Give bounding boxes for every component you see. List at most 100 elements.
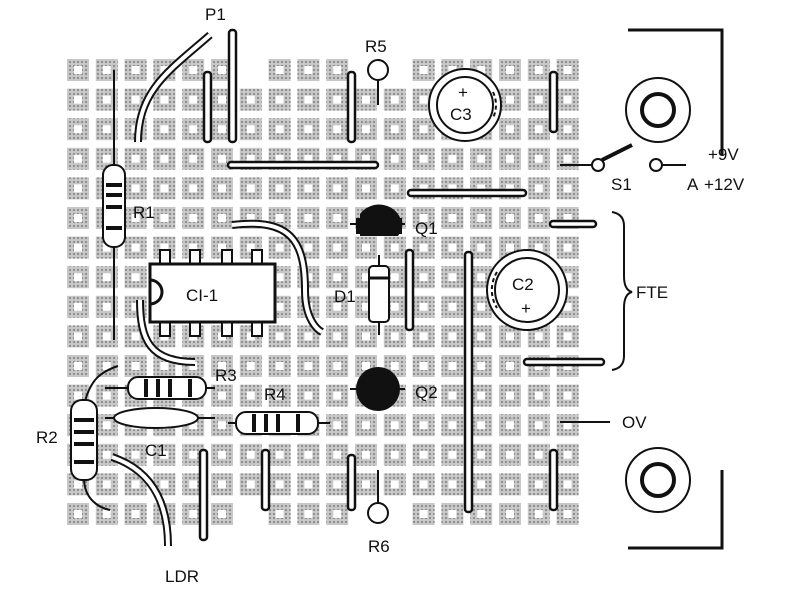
label-r5: R5 bbox=[365, 37, 387, 56]
board-pad-hole bbox=[160, 480, 169, 489]
board-pad-hole bbox=[218, 391, 226, 400]
board-pad-hole bbox=[448, 214, 457, 222]
label-r6: R6 bbox=[368, 537, 390, 556]
board-pad-hole bbox=[563, 125, 572, 134]
board-pad-hole bbox=[275, 154, 284, 163]
board-pad-hole bbox=[448, 66, 457, 74]
board-pad-hole bbox=[477, 243, 486, 252]
board-pad-hole bbox=[477, 66, 486, 74]
board-pad-hole bbox=[218, 421, 226, 430]
board-pad-hole bbox=[419, 243, 428, 252]
board-pad-hole bbox=[131, 214, 140, 222]
label-c3-plus: + bbox=[458, 83, 468, 102]
board-pad-hole bbox=[131, 362, 140, 370]
board-pad-hole bbox=[563, 66, 572, 74]
capacitor-c2 bbox=[486, 249, 568, 331]
transistor-q1 bbox=[350, 204, 405, 236]
label-c1: C1 bbox=[145, 441, 167, 460]
board-pad-hole bbox=[218, 125, 226, 134]
board-pad-hole bbox=[74, 184, 82, 193]
board-pad-hole bbox=[563, 154, 572, 163]
board-pad-hole bbox=[74, 480, 82, 489]
board-pad-hole bbox=[477, 510, 486, 518]
board-pad-hole bbox=[534, 421, 543, 430]
board-pad-hole bbox=[390, 154, 399, 163]
board-pad-hole bbox=[131, 450, 140, 459]
board-pad-hole bbox=[448, 302, 457, 311]
label-d1: D1 bbox=[334, 287, 356, 306]
board-pad-hole bbox=[506, 391, 514, 400]
board-pad-hole bbox=[102, 421, 111, 430]
board-pad-hole bbox=[131, 302, 140, 311]
board-pad-hole bbox=[419, 302, 428, 311]
connector-top bbox=[625, 77, 691, 143]
board-pad-hole bbox=[362, 332, 370, 341]
board-pad-hole bbox=[189, 184, 198, 193]
board-pad-hole bbox=[102, 480, 111, 489]
board-pad-hole bbox=[189, 450, 198, 459]
board-pad-hole bbox=[131, 243, 140, 252]
board-pad-hole bbox=[362, 184, 370, 193]
label-12v: +12V bbox=[704, 175, 745, 194]
board-pad-hole bbox=[275, 243, 284, 252]
label-a: A bbox=[687, 175, 699, 194]
board-pad-hole bbox=[448, 184, 457, 193]
board-pad-hole bbox=[275, 510, 284, 518]
board-pad-hole bbox=[189, 480, 198, 489]
board-pad-hole bbox=[534, 480, 543, 489]
board-pad-hole bbox=[419, 450, 428, 459]
board-pad-hole bbox=[189, 243, 198, 252]
board-pad-hole bbox=[189, 362, 198, 370]
board-pad-hole bbox=[131, 95, 140, 104]
board-pad-hole bbox=[506, 66, 514, 74]
board-pad-hole bbox=[218, 510, 226, 518]
jumper-wires bbox=[83, 28, 606, 547]
board-pad-hole bbox=[74, 125, 82, 134]
board-pad-hole bbox=[275, 95, 284, 104]
board-pad-hole bbox=[563, 95, 572, 104]
board-pad-hole bbox=[477, 450, 486, 459]
label-r3: R3 bbox=[215, 366, 237, 385]
board-pad-hole bbox=[448, 243, 457, 252]
board-pad-hole bbox=[102, 391, 111, 400]
board-pad-hole bbox=[304, 184, 313, 193]
board-pad-hole bbox=[419, 362, 428, 370]
label-fte: FTE bbox=[636, 283, 668, 302]
label-ldr: LDR bbox=[165, 567, 199, 586]
board-pad-hole bbox=[246, 450, 255, 459]
board-pad-hole bbox=[189, 214, 198, 222]
board-pad-hole bbox=[246, 362, 255, 370]
board-pad-hole bbox=[102, 510, 111, 518]
diode-d1 bbox=[368, 255, 390, 335]
board-pad-hole bbox=[506, 480, 514, 489]
board-pad-hole bbox=[275, 214, 284, 222]
board-pad-hole bbox=[390, 184, 399, 193]
board-pad-hole bbox=[131, 273, 140, 282]
board-pad-hole bbox=[189, 66, 198, 74]
label-s1: S1 bbox=[611, 175, 632, 194]
board-pad-hole bbox=[419, 332, 428, 341]
board-pad-hole bbox=[534, 154, 543, 163]
resistor-r3 bbox=[105, 376, 215, 400]
board-pad-hole bbox=[333, 95, 342, 104]
board-pad-hole bbox=[448, 450, 457, 459]
board-pad-hole bbox=[448, 154, 457, 163]
board-pad-hole bbox=[74, 510, 82, 518]
board-pad-hole bbox=[448, 362, 457, 370]
resistor-r5 bbox=[367, 59, 389, 105]
board-pad-hole bbox=[218, 154, 226, 163]
board-pad-hole bbox=[333, 480, 342, 489]
capacitor-c1 bbox=[105, 407, 215, 429]
board-pad-hole bbox=[390, 450, 399, 459]
board-pad-hole bbox=[74, 66, 82, 74]
board-pad-hole bbox=[246, 332, 255, 341]
board-pad-hole bbox=[74, 391, 82, 400]
enclosure-outline bbox=[628, 28, 724, 550]
board-pad-hole bbox=[534, 95, 543, 104]
board-pad-hole bbox=[304, 362, 313, 370]
board-pad-hole bbox=[534, 125, 543, 134]
board-pad-hole bbox=[477, 480, 486, 489]
board-pad-hole bbox=[218, 480, 226, 489]
board-pad-hole bbox=[189, 421, 198, 430]
